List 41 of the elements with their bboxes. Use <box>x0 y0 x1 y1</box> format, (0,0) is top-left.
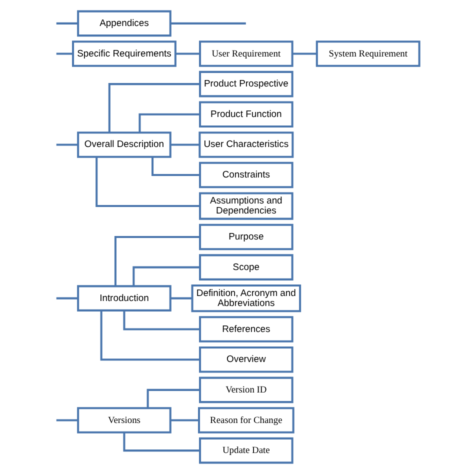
connector <box>170 22 246 24</box>
connector <box>56 144 78 146</box>
node-box: Reason for Change <box>198 407 294 434</box>
node-box: Purpose <box>198 224 293 250</box>
connector <box>100 310 200 361</box>
connector <box>56 22 78 24</box>
connector <box>122 432 200 452</box>
node-box: Overall Description <box>76 132 171 158</box>
connector <box>175 52 200 55</box>
connector <box>56 419 78 422</box>
connector <box>292 52 316 55</box>
connector <box>170 419 198 422</box>
connector <box>170 297 192 300</box>
node-box: Appendices <box>76 10 171 37</box>
node-box: Update Date <box>198 437 293 464</box>
node-box: Specific Requirements <box>72 40 176 67</box>
connector <box>132 266 200 286</box>
connector <box>108 83 200 132</box>
node-box: Version ID <box>198 376 293 404</box>
connector <box>122 310 200 330</box>
node-box: User Characteristics <box>198 132 294 158</box>
connector <box>146 388 200 408</box>
node-box: Product Prospective <box>198 70 293 98</box>
node-box: System Requirement <box>315 40 420 67</box>
node-box: Versions <box>76 407 171 434</box>
node-box: User Requirement <box>198 40 293 67</box>
node-box: Introduction <box>76 285 171 312</box>
node-box: Product Function <box>198 101 293 128</box>
node-box: Constraints <box>198 162 293 188</box>
connector <box>56 52 72 55</box>
connector <box>170 144 200 146</box>
node-box: Definition, Acronym and Abbreviations <box>190 284 301 312</box>
connector <box>95 157 200 208</box>
node-box: Scope <box>198 254 293 280</box>
node-box: Assumptions and Dependencies <box>198 192 293 220</box>
connector <box>138 113 200 133</box>
connector <box>114 236 200 286</box>
node-box: Overview <box>198 346 293 373</box>
node-box: References <box>198 316 293 342</box>
connector <box>56 297 78 300</box>
connector <box>151 156 200 176</box>
